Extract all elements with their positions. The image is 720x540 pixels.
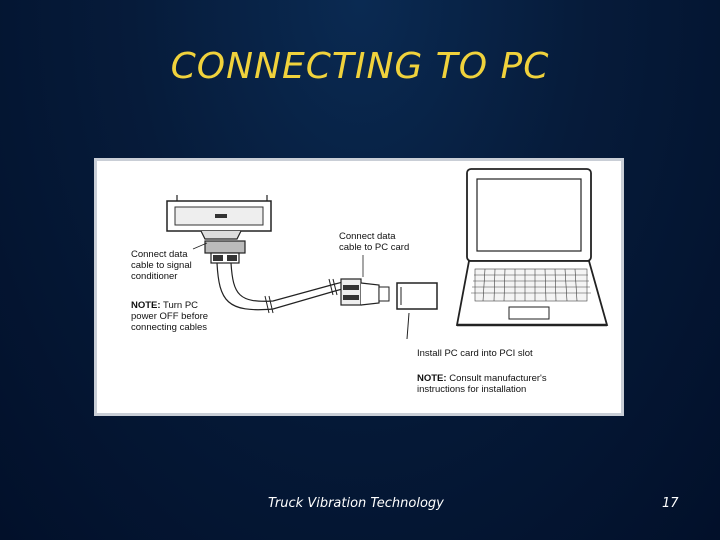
pc-card-connector <box>340 278 390 306</box>
note-power-line-1: NOTE: Turn PC <box>131 300 198 311</box>
slide-title: CONNECTING TO PC <box>170 46 550 87</box>
page-number: 17 <box>662 496 679 511</box>
note-power-text-1: Turn PC <box>161 300 199 311</box>
laptop <box>455 168 609 327</box>
signal-conditioner <box>166 195 272 240</box>
label-conditioner-line-3: conditioner <box>131 271 177 282</box>
label-conditioner-line-1: Connect data <box>131 249 188 260</box>
note-power-line-2: power OFF before <box>131 311 208 322</box>
note-install-text-1: Consult manufacturer's <box>447 373 547 384</box>
label-conditioner-line-2: cable to signal <box>131 260 192 271</box>
note-power-line-3: connecting cables <box>131 322 207 333</box>
label-pc-card-line-2: cable to PC card <box>339 242 409 253</box>
diagram-drawing: Connect data cable to signal conditioner… <box>131 168 609 395</box>
label-install: Install PC card into PCI slot <box>417 348 533 359</box>
footer-text: Truck Vibration Technology <box>268 496 444 511</box>
note-install-prefix: NOTE: <box>417 373 447 384</box>
connection-diagram: Connect data cable to signal conditioner… <box>94 158 624 416</box>
pc-card <box>396 282 438 340</box>
laptop-keyboard <box>471 268 591 302</box>
note-install-line-2: instructions for installation <box>417 384 526 395</box>
label-pc-card-line-1: Connect data <box>339 231 396 242</box>
data-cable <box>216 262 360 314</box>
conditioner-connector <box>204 240 246 264</box>
note-power-prefix: NOTE: <box>131 300 161 311</box>
note-install-line-1: NOTE: Consult manufacturer's <box>417 373 547 384</box>
